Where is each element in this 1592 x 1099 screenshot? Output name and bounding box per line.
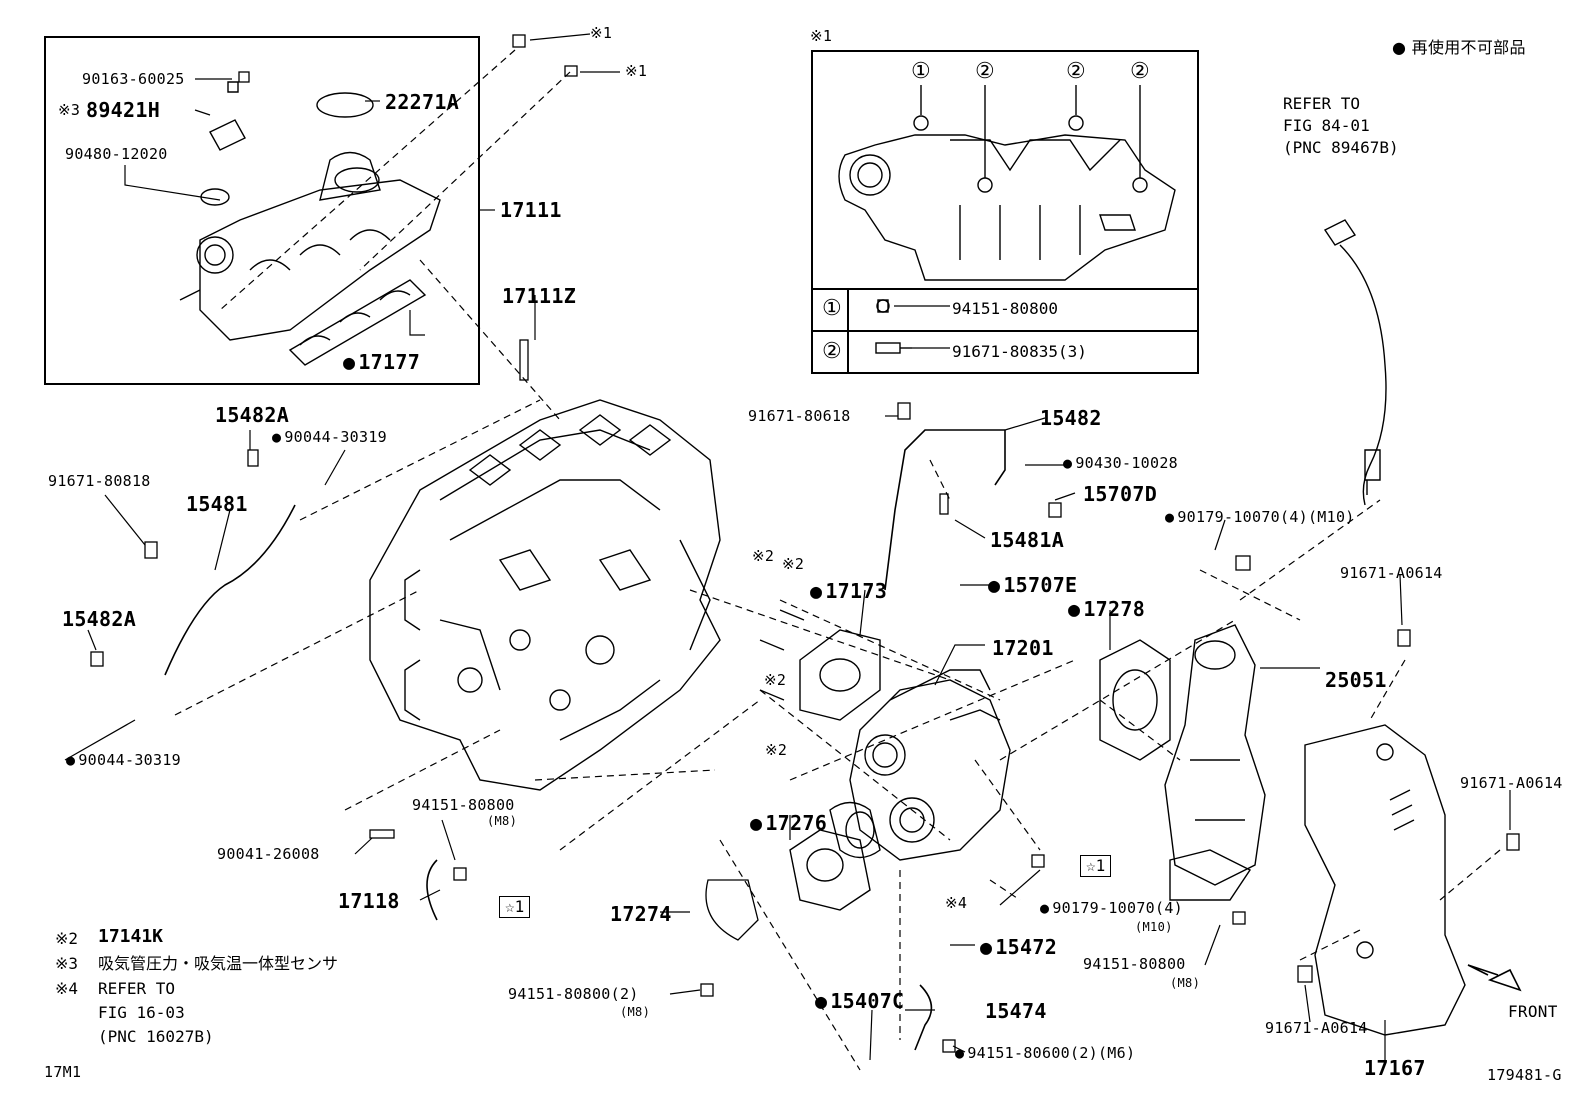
solid-leader-lines — [64, 33, 1511, 1061]
part-label[interactable]: 91671-80818 — [48, 472, 151, 490]
table-row-2-num: ② — [822, 339, 842, 364]
star-mark-box: ☆1 — [1080, 855, 1112, 877]
part-label[interactable]: 15707E — [988, 574, 1077, 596]
dashed-leader-lines — [174, 49, 1501, 1071]
note-text: 吸気管圧力・吸気温一体型センサ — [98, 954, 339, 973]
part-label[interactable]: 17274 — [610, 902, 672, 926]
inset-mark: ※1 — [810, 27, 833, 45]
part-label[interactable]: 15481 — [186, 492, 248, 516]
part-label[interactable]: 94151-80600(2)(M6) — [955, 1045, 1135, 1061]
note-text: 17141K — [98, 926, 164, 947]
detail-manifold-drawing — [838, 85, 1176, 354]
part-label[interactable]: 91671-A0614 — [1265, 1019, 1368, 1037]
note-text: REFER TO — [98, 979, 176, 998]
part-label[interactable]: 90044-30319 — [272, 429, 387, 445]
part-label-sub: (M8) — [487, 814, 518, 828]
note-mark: ※2 — [764, 671, 787, 689]
note-mark: ※2 — [765, 741, 788, 759]
gasket-17278 — [1099, 639, 1171, 761]
part-label[interactable]: 90430-10028 — [1063, 455, 1178, 471]
note-text: (PNC 16027B) — [98, 1027, 214, 1046]
part-label[interactable]: 17167 — [1364, 1056, 1426, 1080]
note-mark: ※1 — [590, 24, 613, 42]
part-label[interactable]: 90179-10070(4) — [1040, 900, 1183, 916]
refer-sensor-line1: REFER TO — [1283, 94, 1361, 113]
note-text: FIG 16-03 — [98, 1003, 185, 1022]
part-label[interactable]: 25051 — [1325, 668, 1387, 692]
part-label[interactable]: 89421H — [86, 98, 161, 122]
part-label[interactable]: 15707D — [1083, 482, 1158, 506]
legend-non-reusable: ● 再使用不可部品 — [1392, 38, 1526, 57]
part-label[interactable]: 15407C — [815, 990, 904, 1012]
detail-leader-lines — [894, 305, 950, 349]
oil-tubes-drawing — [164, 429, 1006, 1051]
part-label[interactable]: 15481A — [990, 528, 1065, 552]
part-label[interactable]: 91671-A0614 — [1340, 564, 1443, 582]
part-label[interactable]: 17173 — [810, 580, 887, 602]
part-label[interactable]: 15474 — [985, 999, 1047, 1023]
part-label[interactable]: 17177 — [343, 351, 420, 373]
gasket-17276 — [789, 829, 871, 911]
part-label-sub: (M8) — [620, 1005, 651, 1019]
part-label[interactable]: 15472 — [980, 936, 1057, 958]
note-mark: ※4 — [945, 894, 968, 912]
footer-right-code: 179481-G — [1487, 1066, 1562, 1084]
note-mark: ※2 — [55, 929, 79, 948]
heat-insulator-drawing — [1304, 724, 1466, 1036]
part-label[interactable]: 15482 — [1040, 406, 1102, 430]
part-label[interactable]: 90163-60025 — [82, 70, 185, 88]
table-row-1-part: 94151-80800 — [952, 299, 1058, 318]
part-label[interactable]: 17111Z — [502, 284, 577, 308]
part-label[interactable]: 15482A — [215, 403, 290, 427]
oxygen-sensor-drawing — [1323, 219, 1387, 506]
part-label[interactable]: 94151-80800 — [412, 796, 515, 814]
note-mark: ※2 — [752, 547, 775, 565]
note-mark: ※3 — [58, 101, 81, 119]
intake-manifold-inset-frame — [44, 36, 480, 385]
part-label[interactable]: 22271A — [385, 90, 460, 114]
part-label[interactable]: 90480-12020 — [65, 145, 168, 163]
fasteners — [90, 34, 1520, 1053]
note-mark: ※2 — [782, 555, 805, 573]
part-label[interactable]: 17276 — [750, 812, 827, 834]
star-mark-box: ☆1 — [499, 896, 531, 918]
part-label[interactable]: 17118 — [338, 889, 400, 913]
part-label[interactable]: 15482A — [62, 607, 137, 631]
part-label[interactable]: 90041-26008 — [217, 845, 320, 863]
part-label[interactable]: 91671-80618 — [748, 407, 851, 425]
table-row-2-part: 91671-80835(3) — [952, 342, 1087, 361]
catalytic-converter-drawing — [1164, 624, 1266, 901]
turbo-manifold-drawing — [829, 669, 1011, 861]
refer-sensor-line2: FIG 84-01 — [1283, 116, 1370, 135]
part-label[interactable]: 17201 — [992, 636, 1054, 660]
callout-2a: ② — [975, 59, 995, 84]
intake-manifold-drawing — [179, 81, 441, 366]
front-label: FRONT — [1508, 1002, 1558, 1021]
refer-sensor-line3: (PNC 89467B) — [1283, 138, 1399, 157]
callout-1: ① — [911, 59, 931, 84]
part-label[interactable]: 90179-10070(4)(M10) — [1165, 509, 1355, 525]
note-mark: ※1 — [625, 62, 648, 80]
detail-inset-frame — [811, 50, 1199, 374]
note-mark: ※4 — [55, 979, 79, 998]
callout-2c: ② — [1130, 59, 1150, 84]
note-mark: ※3 — [55, 954, 79, 973]
part-label-sub: (M10) — [1135, 920, 1173, 934]
callout-2b: ② — [1066, 59, 1086, 84]
footer-left-code: 17M1 — [44, 1063, 82, 1081]
front-arrow-icon — [1467, 964, 1522, 992]
gasket-17173 — [799, 629, 881, 721]
part-label[interactable]: 17278 — [1068, 598, 1145, 620]
engine-block-drawing — [369, 399, 721, 791]
part-label[interactable]: 90044-30319 — [66, 752, 181, 768]
part-label[interactable]: 94151-80800 — [1083, 955, 1186, 973]
part-label[interactable]: 17111 — [500, 198, 562, 222]
part-label[interactable]: 94151-80800(2) — [508, 985, 639, 1003]
part-label-sub: (M8) — [1170, 976, 1201, 990]
table-row-1-num: ① — [822, 296, 842, 321]
part-label[interactable]: 91671-A0614 — [1460, 774, 1563, 792]
